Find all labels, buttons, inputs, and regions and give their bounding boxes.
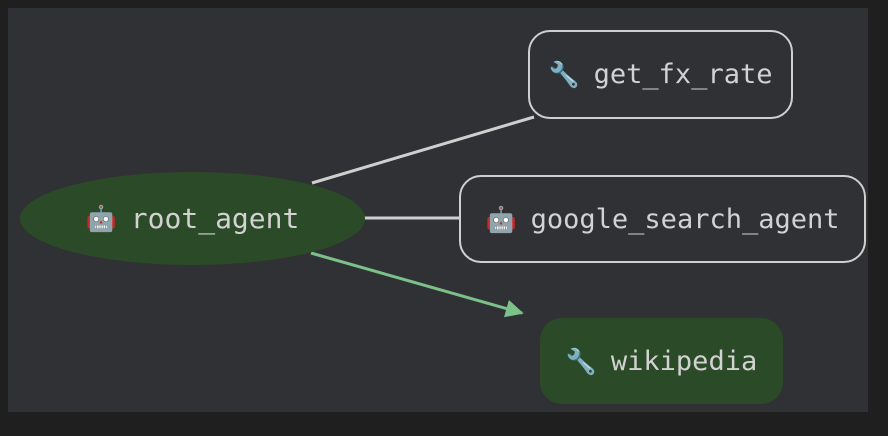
graph-node-wikipedia[interactable]: 🔧 wikipedia bbox=[540, 318, 783, 404]
graph-node-label: root_agent bbox=[130, 201, 300, 235]
wrench-icon: 🔧 bbox=[565, 346, 597, 376]
graph-node-label: get_fx_rate bbox=[593, 59, 773, 90]
graph-node-google-search-agent[interactable]: 🤖 google_search_agent bbox=[459, 175, 866, 263]
robot-icon: 🤖 bbox=[485, 204, 517, 234]
graph-node-root-agent[interactable]: 🤖 root_agent bbox=[20, 172, 365, 265]
graph-node-get-fx-rate[interactable]: 🔧 get_fx_rate bbox=[528, 30, 793, 119]
graph-node-label: google_search_agent bbox=[530, 203, 840, 235]
wrench-icon: 🔧 bbox=[548, 60, 580, 89]
robot-icon: 🤖 bbox=[85, 204, 117, 233]
graph-node-label: wikipedia bbox=[610, 345, 758, 377]
